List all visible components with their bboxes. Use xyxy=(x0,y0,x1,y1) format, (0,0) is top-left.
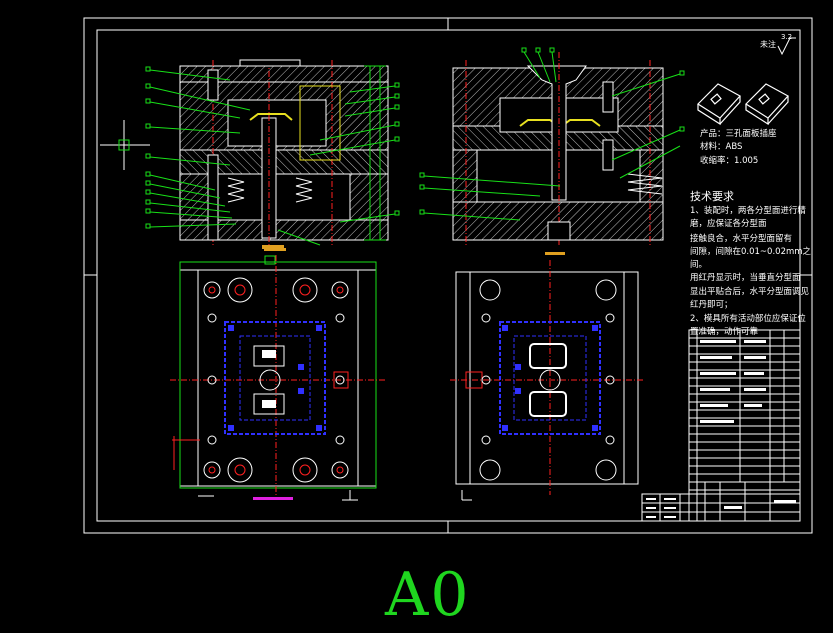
front-view-leader-tags xyxy=(145,66,400,229)
requirement-line: 磨，应保证各分型面 xyxy=(690,219,767,229)
side-view-leaders xyxy=(423,51,681,221)
requirement-line: 2、模具所有活动部位应保证位 xyxy=(690,314,806,324)
crosshair-cursor xyxy=(100,120,150,170)
material: 材料：ABS xyxy=(700,142,743,152)
requirement-line: 显出平贴合后，水平分型面调见 xyxy=(690,287,810,297)
requirement-line: 1、装配时，两各分型面进行精 xyxy=(690,206,806,216)
part-isometric-views xyxy=(697,83,789,126)
moving-half-plan-view xyxy=(450,260,645,501)
parts-list-text-blocks xyxy=(646,340,796,518)
requirement-line: 间隙，间隙在0.01~0.02mm之 xyxy=(690,247,812,257)
shrinkage-rate: 收缩率：1.005 xyxy=(700,156,759,166)
product-name: 产品：三孔面板插座 xyxy=(700,129,777,139)
roughness-symbol xyxy=(777,37,796,56)
technical-requirements-title: 技术要求 xyxy=(690,190,734,203)
requirement-line: 接触良合，水平分型面留有 xyxy=(690,234,793,244)
roughness-note: 未注 xyxy=(760,40,776,49)
side-section-view xyxy=(452,52,664,255)
front-view-leaders xyxy=(149,69,396,246)
sheet-size-label: A0 xyxy=(385,560,471,630)
parts-list-table xyxy=(641,329,801,522)
roughness-value: 3.2 xyxy=(781,33,793,41)
requirement-line: 置准确，动作可靠 xyxy=(690,327,759,337)
requirement-line: 红丹即可； xyxy=(690,300,733,310)
requirement-line: 间。 xyxy=(690,260,708,270)
side-view-leader-tags xyxy=(419,47,685,215)
front-section-view xyxy=(179,59,389,249)
fixed-half-plan-view xyxy=(170,255,386,501)
requirement-line: 用红丹显示时，当垂直分型面 xyxy=(690,273,801,283)
